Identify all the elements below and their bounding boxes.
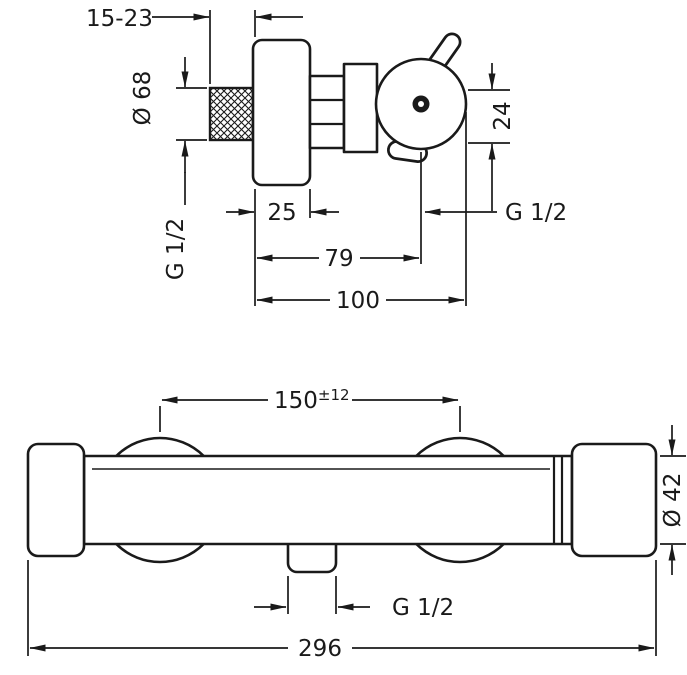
front-outlet-thread-label: G 1/2	[392, 595, 454, 621]
dim-depth-100: 100	[256, 112, 467, 314]
dim-centers-value: 150	[274, 388, 318, 414]
handle-right	[570, 442, 658, 558]
dim-label-overall-width: 296	[298, 636, 342, 662]
dim-depth-79: 79	[256, 152, 422, 272]
hex-nut	[308, 74, 346, 150]
hex-nut-flats	[310, 98, 344, 126]
dim-projection-range: 15-23	[86, 6, 303, 84]
mixer-body-bar	[82, 454, 574, 546]
dim-connection-centers: 150±12	[159, 386, 461, 432]
dim-label-body-diameter: Ø 42	[660, 473, 686, 528]
side-view: 15-23 Ø 68 G 1/2 24 25	[86, 6, 567, 314]
valve-outlet-fill	[389, 142, 426, 161]
outlet-thread-callout: G 1/2	[424, 200, 567, 226]
outlet-thread-label: G 1/2	[505, 200, 567, 226]
dim-escutcheon-diameter: Ø 68	[130, 57, 207, 205]
dim-offset-24: 24	[468, 63, 516, 211]
dim-label-offset-24: 24	[490, 101, 516, 130]
dim-label-connection-centers: 150±12	[274, 386, 350, 414]
dim-label-depth-79: 79	[324, 246, 353, 272]
inlet-thread-label: G 1/2	[163, 218, 189, 280]
dim-label-escutcheon-diameter: Ø 68	[130, 71, 156, 126]
front-view: 150±12 Ø 42 G 1/2 296	[26, 386, 686, 662]
handle-hub-center	[418, 101, 424, 107]
dim-overall-width: 296	[27, 560, 657, 662]
dim-body-diameter: Ø 42	[660, 425, 686, 575]
wall-union-thread	[208, 86, 255, 142]
side-view-parts	[208, 32, 468, 187]
escutcheon	[251, 38, 312, 187]
valve-adapter	[342, 62, 379, 154]
dim-centers-tolerance: ±12	[318, 386, 350, 404]
handle-left	[26, 442, 86, 558]
dim-outlet-thread: G 1/2	[254, 576, 454, 621]
dim-label-depth-25: 25	[267, 200, 296, 226]
dim-label-depth-100: 100	[336, 288, 380, 314]
dim-label-projection-range: 15-23	[86, 6, 153, 32]
front-view-parts	[26, 436, 658, 574]
handle-ring	[552, 457, 564, 543]
dim-depth-25: 25	[226, 189, 339, 306]
